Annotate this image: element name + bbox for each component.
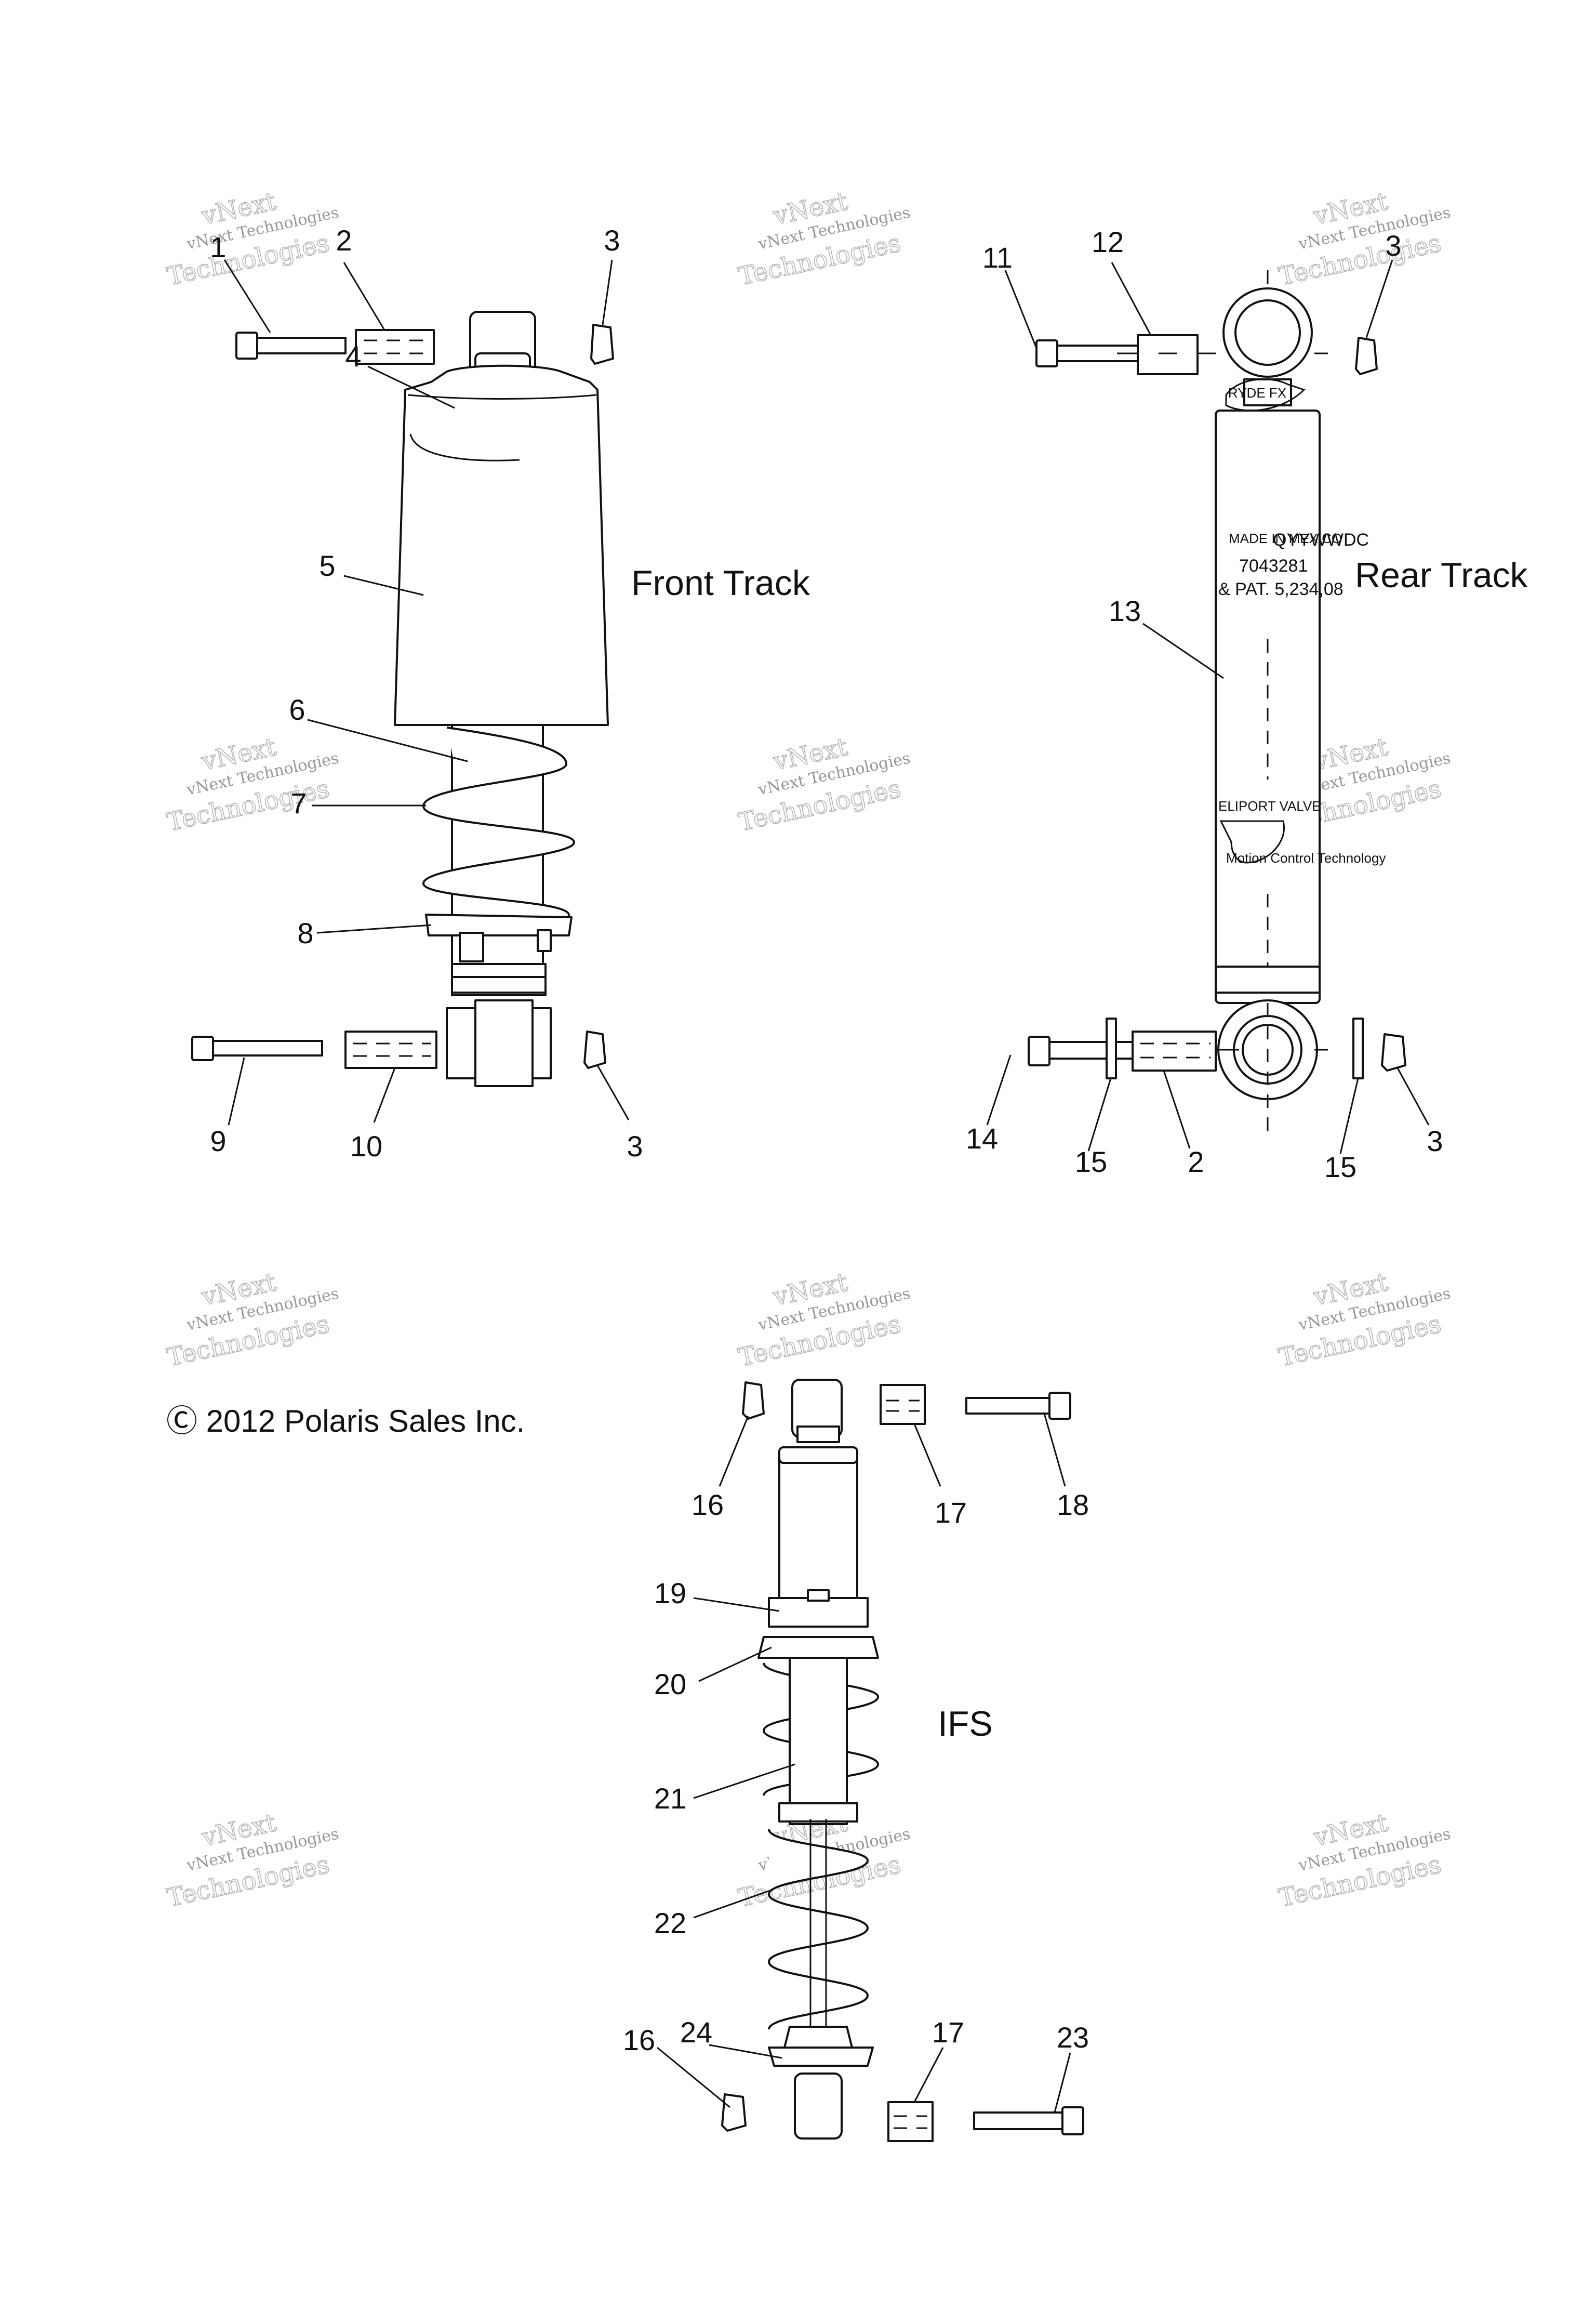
retainer-8 <box>425 914 573 936</box>
nut-3-rear-top <box>1355 337 1378 375</box>
copyright-text: Ⓒ 2012 Polaris Sales Inc. <box>166 1404 525 1438</box>
spring-7 <box>422 727 575 929</box>
bolt-18 <box>965 1392 1071 1420</box>
callout-24: 24 <box>680 2016 712 2049</box>
leader-lines <box>223 259 1430 2113</box>
callout-2: 2 <box>1188 1145 1204 1178</box>
lower-spring-22 <box>768 1829 869 2030</box>
callout-17: 17 <box>935 1496 967 1529</box>
callout-4: 4 <box>345 340 361 373</box>
watermark: vNext vNext Technologies Technologies <box>736 1268 912 1373</box>
callout-23: 23 <box>1057 2021 1089 2054</box>
ifs-body <box>778 1446 858 1604</box>
bushing-10 <box>344 1031 437 1069</box>
callout-19: 19 <box>654 1577 686 1609</box>
callout-5: 5 <box>319 549 335 582</box>
svg-text:ELIPORT VALVE: ELIPORT VALVE <box>1218 798 1321 814</box>
bolt-9 <box>191 1036 323 1061</box>
callout-16: 16 <box>623 2024 655 2056</box>
svg-text:QYYWWDC: QYYWWDC <box>1273 530 1369 550</box>
nut-16-top <box>742 1381 765 1420</box>
lower-retainer-24 <box>768 2047 874 2067</box>
watermark: vNext vNext Technologies Technologies <box>736 187 912 292</box>
bushing-12 <box>1117 334 1216 375</box>
callout-8: 8 <box>297 917 313 949</box>
callout-3: 3 <box>1427 1125 1443 1157</box>
callout-18: 18 <box>1057 1488 1089 1521</box>
callout-2: 2 <box>336 224 352 257</box>
ifs-assembly <box>721 1379 1084 2142</box>
watermark: vNext vNext Technologies Technologies <box>1276 1808 1452 1913</box>
watermark: vNext vNext Technologies Technologies <box>164 187 340 292</box>
callout-16: 16 <box>691 1488 724 1521</box>
bushing-2 <box>355 329 435 365</box>
callout-15: 15 <box>1324 1151 1356 1183</box>
bushing-2-rear <box>1132 1031 1239 1072</box>
callout-3: 3 <box>1385 229 1401 262</box>
watermark: vNext vNext Technologies Technologies <box>736 732 912 838</box>
section-title-ifs: IFS <box>938 1704 993 1744</box>
rear-shock-body-13 <box>1215 410 1321 1004</box>
bushing-17-top <box>880 1384 926 1425</box>
callout-14: 14 <box>966 1122 998 1155</box>
callout-7: 7 <box>290 787 307 820</box>
callout-3: 3 <box>604 224 620 257</box>
watermark: vNext vNext Technologies Technologies <box>164 732 340 838</box>
watermark: vNext vNext Technologies Technologies <box>1276 187 1452 292</box>
callout-9: 9 <box>210 1125 226 1157</box>
svg-text:7043281: 7043281 <box>1239 556 1308 576</box>
watermark: vNext vNext Technologies Technologies <box>164 1268 340 1373</box>
callout-13: 13 <box>1109 595 1141 627</box>
callout-22: 22 <box>654 1907 686 1939</box>
ring-20 <box>757 1636 879 1659</box>
callout-21: 21 <box>654 1782 686 1815</box>
svg-text:& PAT. 5,234,08: & PAT. 5,234,08 <box>1218 579 1344 599</box>
section-title-rear-track: Rear Track <box>1355 556 1528 595</box>
callout-6: 6 <box>289 693 305 726</box>
callout-labels: 1 2 3 4 5 6 7 8 9 10 3 11 12 3 13 14 15 … <box>210 224 1443 2056</box>
washer-15-right <box>1352 1018 1364 1079</box>
watermark: vNext vNext Technologies Technologies <box>1276 1268 1452 1373</box>
watermark: vNext vNext Technologies Technologies <box>164 1808 340 1913</box>
callout-20: 20 <box>654 1668 686 1700</box>
collar-19 <box>768 1597 869 1628</box>
bolt-1 <box>235 332 347 360</box>
nut-3-bottom <box>583 1031 606 1069</box>
nut-3-top <box>590 324 614 365</box>
bushing-17-bottom <box>887 2101 934 2142</box>
callout-1: 1 <box>210 231 226 263</box>
callout-3: 3 <box>627 1130 643 1163</box>
nut-16-bottom <box>721 2093 747 2132</box>
boot-5 <box>394 364 609 726</box>
rear-track-assembly: RYDE FX MADE IN MEXICO QYYWWDC 7043281 &… <box>1028 270 1406 1133</box>
washer-15-left <box>1106 1018 1117 1079</box>
front-track-assembly <box>191 311 614 1087</box>
shock-label: RYDE FX MADE IN MEXICO QYYWWDC 7043281 &… <box>1218 378 1386 866</box>
callout-15: 15 <box>1075 1145 1107 1178</box>
bolt-11 <box>1035 339 1149 367</box>
svg-text:RYDE FX: RYDE FX <box>1228 385 1286 401</box>
section-title-front-track: Front Track <box>631 563 810 603</box>
ifs-bottom-eye <box>794 2072 843 2140</box>
bolt-23 <box>973 2106 1084 2135</box>
callout-17: 17 <box>932 2016 964 2049</box>
svg-text:Motion Control Technology: Motion Control Technology <box>1226 850 1386 866</box>
callout-10: 10 <box>350 1130 382 1163</box>
callout-11: 11 <box>982 241 1013 274</box>
callout-12: 12 <box>1092 226 1124 258</box>
svg-text:MADE IN MEXICO: MADE IN MEXICO <box>1229 531 1342 546</box>
nut-3-rear-bottom <box>1381 1033 1406 1072</box>
